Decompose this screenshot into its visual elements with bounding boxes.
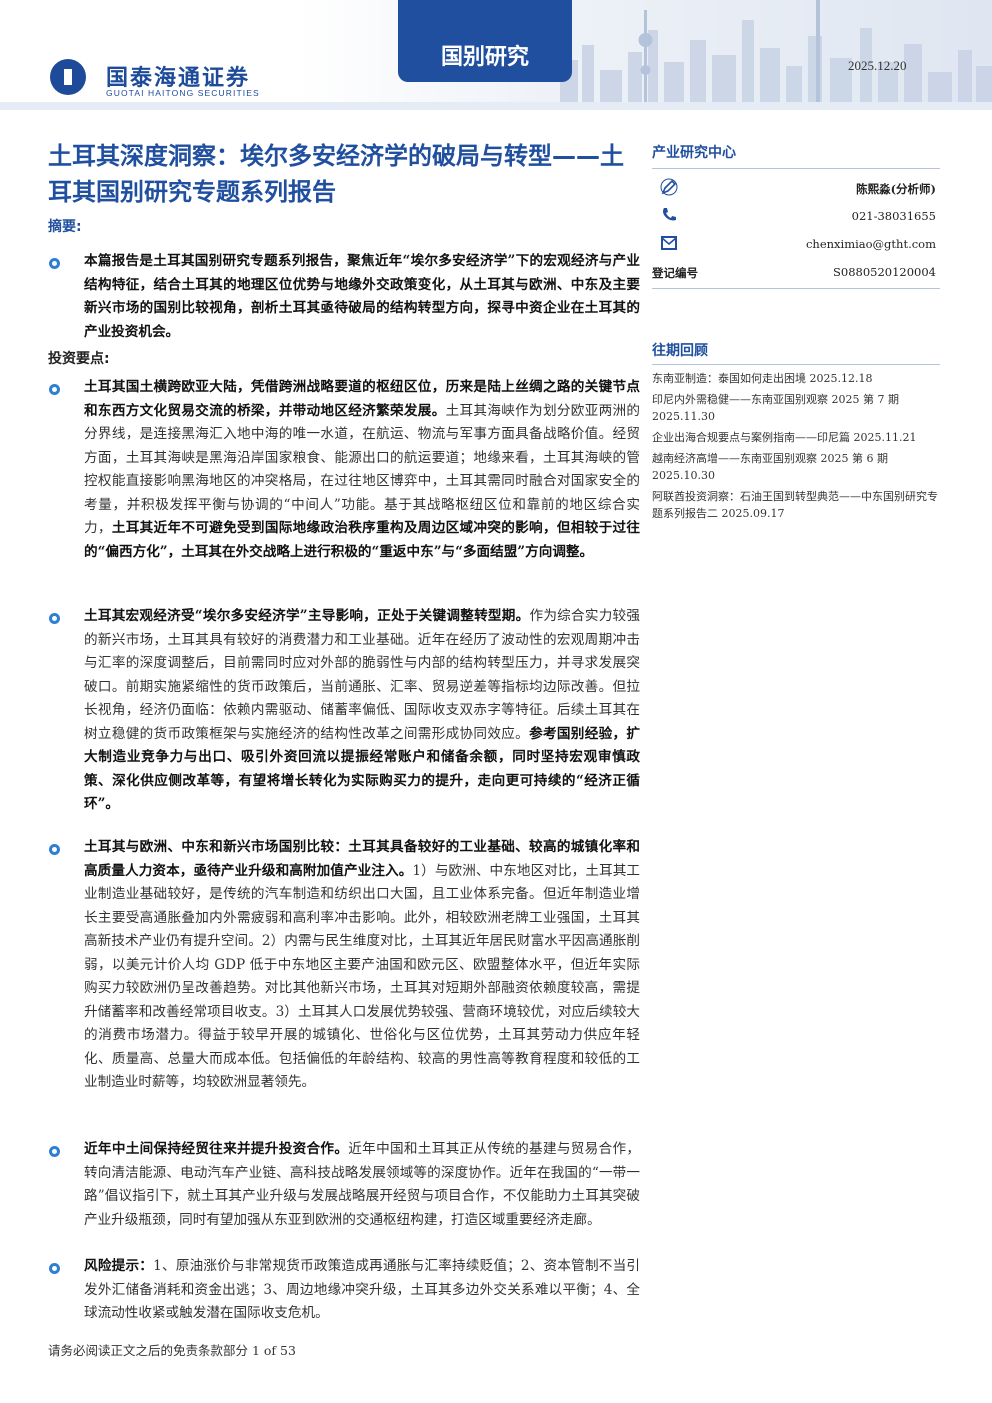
pen-icon [660, 178, 678, 196]
key-point-body: 土耳其海峡作为划分欧亚两洲的分界线，是连接黑海汇入地中海的唯一水道，在航运、物流… [84, 402, 641, 537]
key-point-body: 近年中国和土耳其正从传统的基建与贸易合作，转向清洁能源、电动汽车产业链、高科技战… [84, 1141, 640, 1228]
divider [652, 364, 940, 365]
history-item[interactable]: 东南亚制造：泰国如何走出困境 2025.12.18 [652, 372, 873, 385]
investment-points-label: 投资要点: [48, 351, 110, 367]
key-point: 土耳其国土横跨欧亚大陆，凭借跨洲战略要道的枢纽区位，历来是陆上丝绸之路的关键节点… [84, 376, 640, 564]
logo-name-cn: 国泰海通证券 [106, 66, 251, 91]
key-point: 近年中土间保持经贸往来并提升投资合作。近年中国和土耳其正从传统的基建与贸易合作，… [84, 1138, 640, 1232]
registration-label: 登记编号 [652, 266, 698, 280]
analyst-phone: 021-38031655 [851, 209, 936, 223]
bullet-icon [49, 844, 60, 855]
history-item[interactable]: 印尼内外需稳健——东南亚国别观察 2025 第 7 期 2025.11.30 [652, 393, 899, 423]
phone-icon [663, 208, 676, 221]
risk-label: 风险提示： [84, 1258, 154, 1274]
analyst-name: 陈熙淼(分析师) [856, 182, 936, 196]
key-point-body: 作为综合实力较强的新兴市场，土耳其具有较好的消费潜力和工业基础。近年在经历了波动… [84, 608, 641, 742]
key-point: 土耳其宏观经济受“埃尔多安经济学”主导影响，正处于关键调整转型期。作为综合实力较… [84, 605, 640, 817]
history-list: 东南亚制造：泰国如何走出困境 2025.12.18 印尼内外需稳健——东南亚国别… [652, 370, 942, 522]
key-point-emphasis: 参考国别经验，扩大制造业竞争力与出口、吸引外资回流以提振经常账户和储备余额，同时… [84, 725, 641, 813]
bullet-icon [49, 613, 60, 624]
logo-name-en: GUOTAI HAITONG SECURITIES [106, 88, 260, 98]
history-item[interactable]: 企业出海合规要点与案例指南——印尼篇 2025.11.21 [652, 431, 917, 444]
report-title: 土耳其深度洞察：埃尔多安经济学的破局与转型——土耳其国别研究专题系列报告 [48, 142, 624, 206]
registration-number: S0880520120004 [833, 265, 936, 279]
key-point: 土耳其与欧洲、中东和新兴市场国别比较：土耳其具备较好的工业基础、较高的城镇化率和… [84, 836, 640, 1095]
history-item[interactable]: 阿联酋投资洞察：石油王国到转型典范——中东国别研究专题系列报告二 2025.09… [652, 490, 938, 520]
report-date: 2025.12.20 [848, 58, 907, 73]
logo-mark-icon [50, 59, 86, 95]
bullet-icon [49, 1263, 60, 1274]
mail-icon [661, 236, 677, 250]
section-tab: 国别研究 [398, 0, 572, 82]
key-point-body: 1）与欧洲、中东地区对比，土耳其工业制造业基础较好，是传统的汽车制造和纺织出口大… [84, 862, 640, 1091]
key-point-lead: 土耳其国土横跨欧亚大陆，凭借跨洲战略要道的枢纽区位，历来是陆上丝绸之路的关键节点… [84, 379, 640, 419]
divider [652, 288, 940, 289]
risk-body: 1、原油涨价与非常规货币政策造成再通胀与汇率持续贬值；2、资本管制不当引发外汇储… [84, 1258, 641, 1321]
key-point-lead: 近年中土间保持经贸往来并提升投资合作。 [84, 1141, 349, 1157]
key-point-lead: 土耳其宏观经济受“埃尔多安经济学”主导影响，正处于关键调整转型期。 [84, 608, 530, 624]
risk-warning: 风险提示：1、原油涨价与非常规货币政策造成再通胀与汇率持续贬值；2、资本管制不当… [84, 1255, 640, 1326]
company-logo: 国泰海通证券 GUOTAI HAITONG SECURITIES [46, 57, 346, 101]
bullet-icon [49, 1146, 60, 1157]
page-footer: 请务必阅读正文之后的免责条款部分 1 of 53 [48, 1343, 296, 1358]
phone-row: 021-38031655 [652, 206, 940, 230]
city-skyline-image [0, 0, 992, 110]
summary-paragraph: 本篇报告是土耳其国别研究专题系列报告，聚焦近年“埃尔多安经济学”下的宏观经济与产… [84, 253, 640, 340]
history-title: 往期回顾 [652, 343, 708, 359]
divider [652, 168, 940, 169]
history-item[interactable]: 越南经济高增——东南亚国别观察 2025 第 6 期 2025.10.30 [652, 452, 888, 482]
bullet-icon [49, 384, 60, 395]
analyst-email[interactable]: chenximiao@gtht.com [805, 237, 936, 251]
email-row: chenximiao@gtht.com [652, 234, 940, 258]
abstract-label: 摘要: [48, 219, 82, 235]
key-point-emphasis: 土耳其近年不可避免受到国际地缘政治秩序重构及周边区域冲突的影响，但相较于过往的“… [84, 520, 641, 560]
registration-row: 登记编号 S0880520120004 [652, 262, 940, 286]
key-point-lead: 土耳其与欧洲、中东和新兴市场国别比较：土耳其具备较好的工业基础、较高的城镇化率和… [84, 839, 640, 879]
research-center-title: 产业研究中心 [652, 145, 736, 161]
bullet-icon [49, 258, 60, 269]
analyst-row: 陈熙淼(分析师) [652, 178, 940, 202]
